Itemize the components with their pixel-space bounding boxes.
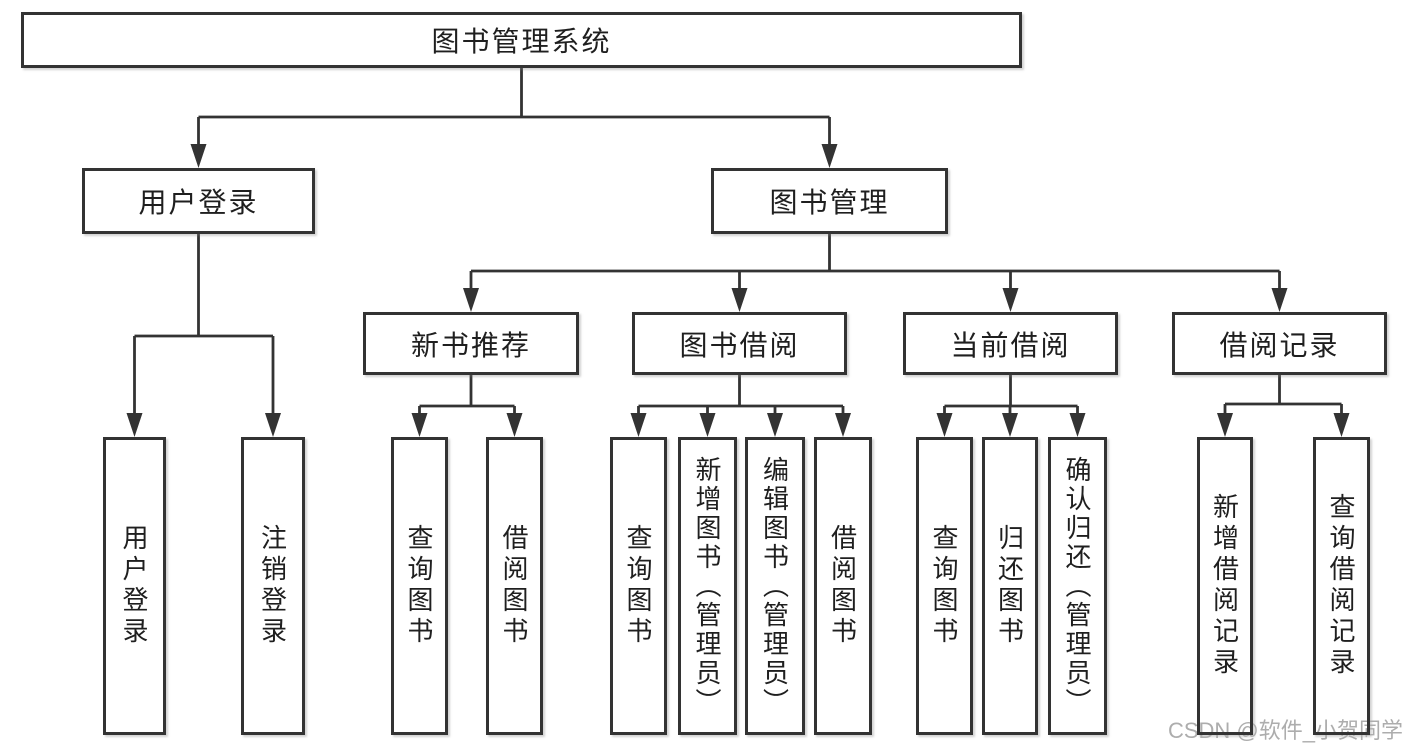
leaf-add-book-admin-label: 新增图书（管理员） (692, 455, 722, 717)
node-borrow-records: 借阅记录 (1172, 312, 1387, 375)
leaf-add-borrow-record: 新增借阅记录 (1197, 437, 1253, 735)
node-current-borrow-label: 当前借阅 (950, 329, 1071, 361)
leaf-logout-label: 注销登录 (257, 524, 288, 648)
node-book-borrow-label: 图书借阅 (679, 329, 800, 361)
leaf-add-borrow-record-label: 新增借阅记录 (1209, 493, 1240, 679)
leaf-user-login-label: 用户登录 (119, 524, 149, 648)
leaf-logout: 注销登录 (241, 437, 305, 735)
leaf-add-book-admin: 新增图书（管理员） (678, 437, 737, 735)
node-user-login-label: 用户登录 (138, 187, 259, 218)
node-borrow-records-label: 借阅记录 (1219, 329, 1340, 361)
leaf-edit-book-admin-label: 编辑图书（管理员） (759, 455, 790, 717)
node-root: 图书管理系统 (21, 12, 1022, 68)
leaf-confirm-return-admin-label: 确认归还（管理员） (1062, 455, 1092, 717)
leaf-query-books-borrow: 查询图书 (610, 437, 667, 735)
leaf-borrow-book-label: 借阅图书 (827, 524, 858, 648)
leaf-query-borrow-record: 查询借阅记录 (1313, 437, 1370, 735)
leaf-borrow-book: 借阅图书 (814, 437, 872, 735)
leaf-query-books-recommend-label: 查询图书 (404, 524, 434, 648)
leaf-return-book-label: 归还图书 (994, 524, 1025, 648)
leaf-confirm-return-admin: 确认归还（管理员） (1048, 437, 1107, 735)
node-new-book-recommend: 新书推荐 (363, 312, 579, 375)
leaf-return-book: 归还图书 (982, 437, 1038, 735)
leaf-borrow-books-recommend-label: 借阅图书 (499, 524, 529, 648)
node-book-borrow: 图书借阅 (632, 312, 847, 375)
leaf-query-books-borrow-label: 查询图书 (623, 524, 653, 648)
leaf-query-books-current-label: 查询图书 (929, 524, 959, 648)
node-root-label: 图书管理系统 (431, 26, 612, 57)
csdn-watermark: CSDN @软件_小贺同学 (1167, 718, 1403, 743)
node-current-borrow: 当前借阅 (903, 312, 1118, 375)
node-new-book-recommend-label: 新书推荐 (410, 329, 531, 361)
leaf-borrow-books-recommend: 借阅图书 (486, 437, 543, 735)
node-book-management: 图书管理 (711, 168, 948, 234)
leaf-edit-book-admin: 编辑图书（管理员） (745, 437, 805, 735)
node-user-login: 用户登录 (82, 168, 315, 234)
leaf-query-borrow-record-label: 查询借阅记录 (1326, 493, 1356, 679)
leaf-query-books-recommend: 查询图书 (391, 437, 448, 735)
leaf-query-books-current: 查询图书 (916, 437, 973, 735)
leaf-user-login: 用户登录 (103, 437, 166, 735)
node-book-management-label: 图书管理 (769, 187, 890, 218)
arrowheads (126, 144, 1350, 437)
